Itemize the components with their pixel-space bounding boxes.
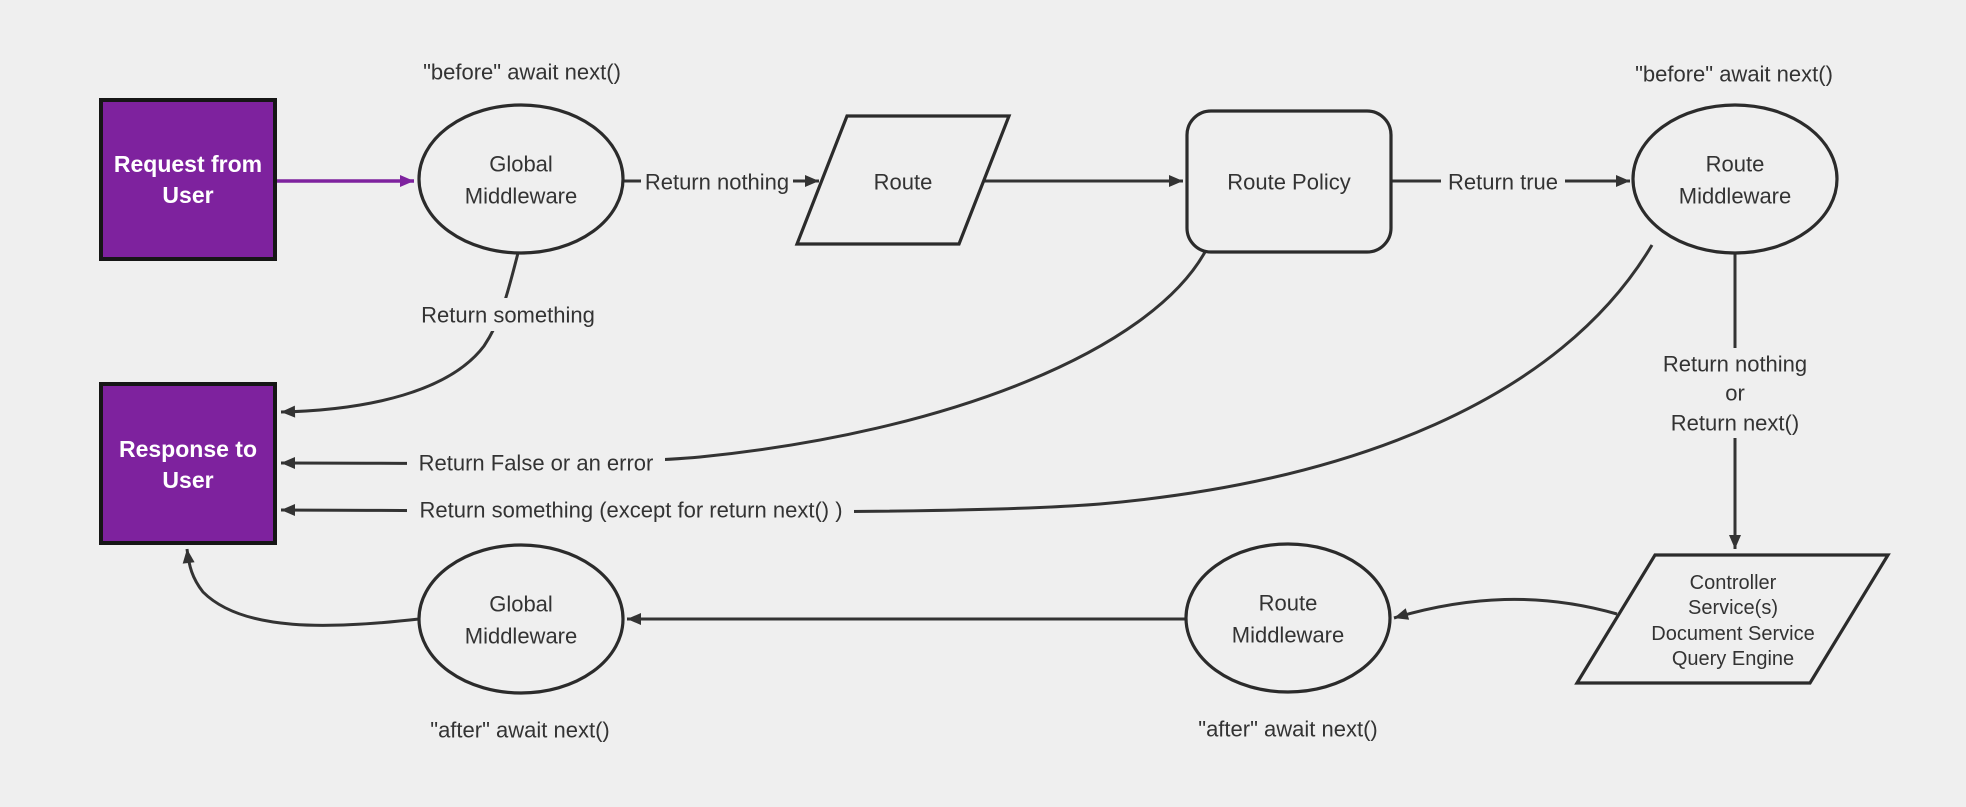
- route-policy-shape: [1185, 109, 1393, 254]
- edge-global-middleware-to-response: [182, 548, 420, 627]
- node-global-middleware-top: Global Middleware: [417, 103, 625, 255]
- route-middleware-bottom-line2: Middleware: [1232, 623, 1345, 648]
- edge-label-return-nothing-or-next: Return nothing or Return next(): [1663, 352, 1807, 436]
- label-bg-return-false: [407, 446, 665, 479]
- response-box-label-line2: User: [162, 467, 213, 493]
- edge-label-return-something-except: Return something (except for return next…: [419, 498, 842, 523]
- annotation-before-await-right: "before" await next(): [1635, 62, 1833, 87]
- node-route-middleware-top: Route Middleware: [1631, 103, 1839, 255]
- label-bg-return-something-except: [407, 493, 854, 527]
- edge-label-return-nothing-or-next-line3: Return next(): [1671, 411, 1799, 436]
- edge-label-return-nothing: Return nothing: [645, 170, 789, 195]
- route-policy-label: Route Policy: [1227, 170, 1351, 195]
- edge-label-return-false: Return False or an error: [419, 451, 654, 476]
- edge-label-return-nothing-or-next-line2: or: [1725, 381, 1745, 406]
- edge-controller-to-route-middleware-bottom: [1393, 597, 1618, 620]
- edge-label-return-nothing-or-next-line1: Return nothing: [1663, 352, 1807, 377]
- node-controller-services: Controller Service(s) Document Service Q…: [1574, 553, 1891, 685]
- label-bg-return-true: [1441, 166, 1565, 197]
- edge-label-return-true: Return true: [1448, 170, 1558, 195]
- label-bg-return-nothing: [641, 166, 793, 197]
- label-bg-return-nothing-or-next: [1645, 348, 1825, 438]
- route-middleware-top-line2: Middleware: [1679, 184, 1792, 209]
- global-middleware-top-line1: Global: [489, 152, 553, 177]
- annotation-after-await-left: "after" await next(): [430, 718, 609, 743]
- annotation-after-await-right: "after" await next(): [1198, 717, 1377, 742]
- controller-line3: Document Service: [1651, 623, 1814, 645]
- request-box-shape: [99, 98, 277, 261]
- edge-label-return-something: Return something: [421, 303, 595, 328]
- route-shape: [794, 114, 1012, 246]
- label-bg-return-something: [407, 298, 607, 331]
- request-box-label-line2: User: [162, 182, 213, 208]
- route-middleware-top-line1: Route: [1706, 152, 1765, 177]
- edge-route-policy-return-false: [280, 251, 1207, 470]
- route-label: Route: [874, 170, 933, 195]
- response-box-label-line1: Response to: [119, 436, 257, 462]
- node-global-middleware-bottom: Global Middleware: [417, 543, 625, 695]
- global-middleware-bottom-line1: Global: [489, 592, 553, 617]
- node-route: Route: [794, 114, 1012, 246]
- controller-line4: Query Engine: [1672, 648, 1794, 670]
- response-box-shape: [99, 382, 277, 545]
- route-middleware-top-shape: [1631, 103, 1839, 255]
- node-route-policy: Route Policy: [1185, 109, 1393, 254]
- edge-global-middleware-return-something: [280, 252, 520, 418]
- route-middleware-bottom-line1: Route: [1259, 591, 1318, 616]
- global-middleware-bottom-line2: Middleware: [465, 624, 578, 649]
- global-middleware-top-line2: Middleware: [465, 184, 578, 209]
- controller-line2: Service(s): [1688, 597, 1778, 619]
- route-middleware-bottom-shape: [1184, 542, 1392, 694]
- node-route-middleware-bottom: Route Middleware: [1184, 542, 1392, 694]
- request-box-label-line1: Request from: [114, 151, 262, 177]
- controller-shape: [1574, 553, 1891, 685]
- global-middleware-bottom-shape: [417, 543, 625, 695]
- node-request-from-user: Request from User: [99, 98, 277, 261]
- node-response-to-user: Response to User: [99, 382, 277, 545]
- global-middleware-top-shape: [417, 103, 625, 255]
- annotation-before-await-left: "before" await next(): [423, 60, 621, 85]
- controller-line1: Controller: [1690, 572, 1777, 594]
